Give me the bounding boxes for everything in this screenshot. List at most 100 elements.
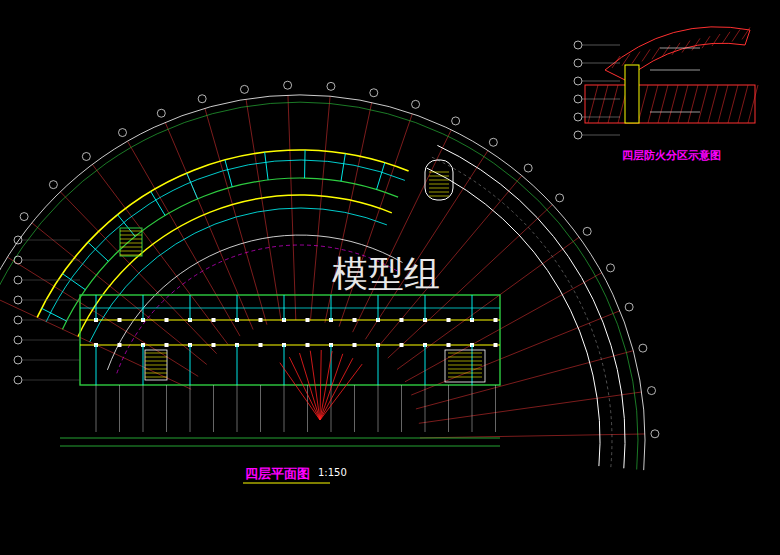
block-outline xyxy=(80,295,500,385)
grid-line xyxy=(22,300,80,301)
grid-line xyxy=(582,81,620,82)
stair-tread xyxy=(120,239,142,240)
stair-tread xyxy=(145,357,167,358)
axis-line xyxy=(365,151,488,340)
axis-bubble xyxy=(14,256,22,264)
drawing-title: 四层平面图 xyxy=(245,465,310,483)
hatch xyxy=(688,85,698,123)
stair-tread xyxy=(120,243,142,244)
stair-tread xyxy=(429,180,449,181)
hatch xyxy=(728,85,738,123)
axis-bubble xyxy=(14,336,22,344)
partition-wall xyxy=(331,345,332,385)
leader-fan xyxy=(320,364,362,420)
stair-tread xyxy=(120,231,142,232)
grid-line xyxy=(22,240,80,241)
axis-bubble xyxy=(574,77,582,85)
axis-line xyxy=(32,223,207,365)
grid-line xyxy=(166,385,167,432)
partition-wall xyxy=(190,295,191,320)
hatch xyxy=(692,38,700,50)
axis-line xyxy=(420,434,645,438)
column xyxy=(259,343,263,347)
grid-line xyxy=(22,340,80,341)
axis-bubble xyxy=(648,387,656,395)
stair xyxy=(145,350,167,380)
axis-bubble xyxy=(524,164,532,172)
hatch xyxy=(662,45,670,57)
stair-tread xyxy=(429,176,449,177)
partition-wall xyxy=(151,191,165,215)
stair-tread xyxy=(448,365,482,366)
stair-tread xyxy=(429,188,449,189)
grid-line xyxy=(582,117,620,118)
axis-bubble xyxy=(327,82,335,90)
axis-bubble xyxy=(14,296,22,304)
partition-wall xyxy=(284,295,285,320)
grid-line xyxy=(22,380,80,381)
axis-bubble xyxy=(370,89,378,97)
grid-line xyxy=(237,385,238,432)
fire-wall xyxy=(625,65,639,123)
grid-line xyxy=(582,45,620,46)
dimension-line xyxy=(60,446,500,447)
column xyxy=(494,343,498,347)
column xyxy=(212,318,216,322)
grid-line xyxy=(119,385,120,432)
hatch xyxy=(718,85,728,123)
hatch xyxy=(672,43,680,55)
grid-line xyxy=(495,385,496,432)
axis-line xyxy=(246,99,281,321)
axis-bubble xyxy=(240,85,248,93)
column xyxy=(306,343,310,347)
grid-line xyxy=(96,385,97,432)
column xyxy=(165,318,169,322)
hatch xyxy=(748,85,758,123)
leader-fan xyxy=(300,353,320,420)
grid-line xyxy=(582,135,620,136)
axis-bubble xyxy=(583,227,591,235)
axis-bubble xyxy=(198,95,206,103)
partition-wall xyxy=(377,163,385,190)
grid-line xyxy=(448,385,449,432)
leader-fan xyxy=(310,351,320,420)
axis-line xyxy=(165,122,253,329)
grid-line xyxy=(260,385,261,432)
hatch xyxy=(648,85,658,123)
column xyxy=(165,343,169,347)
grid-line xyxy=(22,260,80,261)
hatch xyxy=(738,85,748,123)
partition-wall xyxy=(425,345,426,385)
hatch xyxy=(588,85,598,123)
roof-edge xyxy=(437,145,625,468)
stair-tread xyxy=(448,361,482,362)
axis-bubble xyxy=(14,236,22,244)
axis-bubble xyxy=(14,316,22,324)
partition-wall xyxy=(88,242,108,261)
axis-line xyxy=(205,108,267,324)
axis-line xyxy=(60,192,216,354)
stair-tread xyxy=(120,255,142,256)
column xyxy=(494,318,498,322)
partition-wall xyxy=(378,345,379,385)
partition-wall xyxy=(331,295,332,320)
partition-wall xyxy=(472,295,473,320)
partition-wall xyxy=(378,295,379,320)
hatch xyxy=(708,85,718,123)
grid-line xyxy=(331,385,332,432)
grid-line xyxy=(143,385,144,432)
stair-tread xyxy=(429,172,449,173)
stair-tread xyxy=(145,361,167,362)
axis-bubble xyxy=(49,181,57,189)
grid-line xyxy=(354,385,355,432)
partition-wall xyxy=(42,308,67,321)
hatch xyxy=(712,34,720,46)
partition-wall xyxy=(237,295,238,320)
axis-bubble xyxy=(14,276,22,284)
stair xyxy=(120,228,142,256)
grid-arc xyxy=(0,95,645,470)
hatch xyxy=(608,85,618,123)
partition-wall xyxy=(143,295,144,320)
axis-line xyxy=(7,257,198,376)
hatch xyxy=(742,27,750,39)
